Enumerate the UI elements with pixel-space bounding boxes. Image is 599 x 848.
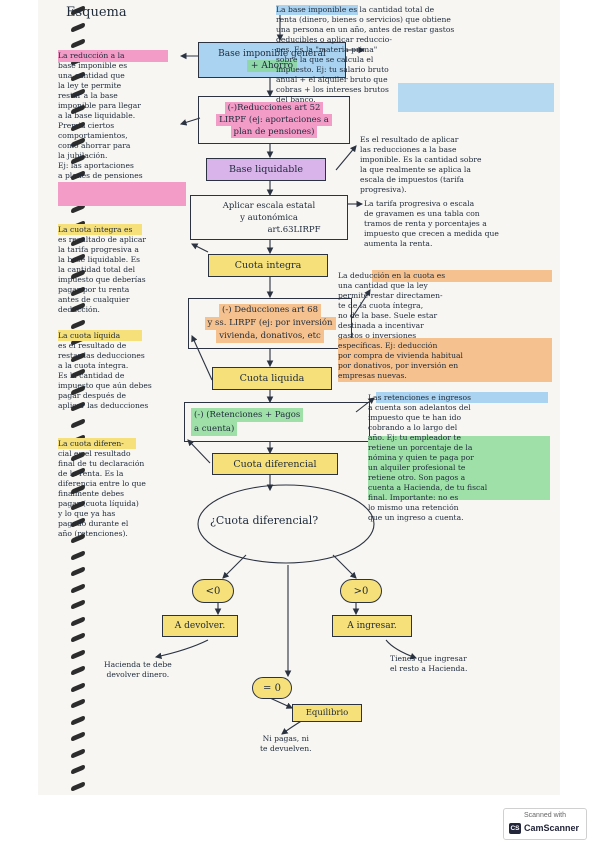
less-than-zero-label: <0: [205, 585, 221, 597]
cuota-integra-label: Cuota integra: [234, 260, 302, 271]
greater-than-zero-label: >0: [353, 585, 369, 597]
less-than-zero-badge: <0: [192, 579, 234, 603]
note-equilibrio: Ni pagas, ni te devuelven.: [260, 734, 312, 753]
a-ingresar-label: A ingresar.: [347, 621, 397, 631]
highlight-base-imponible: [276, 5, 358, 15]
deducciones-line-2: y ss. LIRPF (ej: por inversión: [204, 317, 336, 330]
deducciones-box: (-) Deducciones art 68 y ss. LIRPF (ej: …: [188, 298, 352, 349]
highlight-ej-deduccion: [338, 338, 552, 382]
question-label: ¿Cuota diferencial?: [210, 514, 319, 527]
note-retenciones: Las retenciones e ingresos a cuenta son …: [368, 393, 488, 522]
cuota-integra-box: Cuota integra: [208, 254, 328, 277]
note-cuota-liquida: La cuota líquida es el resultado de rest…: [58, 331, 152, 410]
note-ingresar: Tienes que ingresar el resto a Hacienda.: [390, 654, 468, 673]
retenciones-line-1: (-) (Retenciones + Pagos: [191, 408, 304, 422]
base-liquidable-label: Base liquidable: [229, 164, 303, 175]
reducciones-box: (-)Reducciones art 52 LIRPF (ej: aportac…: [198, 96, 350, 144]
highlight-cuota-liquida: [58, 330, 142, 341]
reducciones-line-2: LIRPF (ej: aportaciones a: [216, 114, 332, 126]
note-reduccion: La reducción a la base imponible es una …: [58, 51, 143, 180]
scanner-brand: CamScanner: [524, 823, 580, 833]
deducciones-line-3: vivienda, donativos, etc: [216, 330, 324, 343]
a-devolver-label: A devolver.: [174, 621, 226, 631]
highlight-reduccion: [58, 50, 168, 62]
scanner-caption: Scanned with: [523, 812, 567, 819]
highlight-ej-salario: [398, 83, 554, 112]
cuota-liquida-box: Cuota liquida: [212, 367, 332, 390]
greater-than-zero-badge: >0: [340, 579, 382, 603]
cuota-liquida-label: Cuota liquida: [239, 373, 305, 384]
base-imponible-line-1: Base imponible general: [218, 49, 326, 59]
note-cuota-integra: La cuota íntegra es es resultado de apli…: [58, 225, 146, 314]
note-devolver: Hacienda te debe devolver dinero.: [104, 660, 172, 679]
retenciones-line-2: a cuenta): [191, 422, 238, 436]
base-liquidable-box: Base liquidable: [206, 158, 326, 181]
a-devolver-box: A devolver.: [162, 615, 238, 637]
cuota-diferencial-label: Cuota diferencial: [233, 458, 317, 470]
reducciones-line-3: plan de pensiones): [230, 126, 318, 138]
reducciones-line-1: (-)Reducciones art 52: [224, 102, 324, 114]
flow-arrows: [154, 10, 418, 735]
notebook-page: Esquema Base imponible general + Ahorro …: [38, 0, 560, 795]
note-base-imponible: La base imponible es la cantidad total d…: [276, 5, 455, 104]
deducciones-line-1: (-) Deducciones art 68: [219, 304, 321, 317]
equilibrio-box: Equilibrio: [292, 704, 362, 722]
base-imponible-line-2: + Ahorro: [246, 60, 298, 72]
highlight-cuota-integra: [58, 224, 142, 235]
highlight-cuota-diferencial: [58, 438, 136, 449]
escala-line-1: Aplicar escala estatal: [222, 200, 316, 211]
retenciones-box: (-) (Retenciones + Pagos a cuenta): [184, 402, 370, 442]
equilibrio-label: Equilibrio: [305, 708, 349, 718]
escala-line-2: y autonómica: [240, 212, 298, 223]
escala-line-3: art.63LIRPF: [267, 224, 321, 235]
camscanner-watermark: Scanned with CS CamScanner: [503, 808, 587, 840]
cuota-diferencial-box: Cuota diferencial: [212, 453, 338, 475]
note-cuota-diferencial: La cuota diferen- cial es el resultado f…: [58, 439, 146, 538]
page-title: Esquema: [66, 5, 127, 20]
camscanner-logo-icon: CS: [509, 823, 521, 834]
note-deduccion: La deducción en la cuota es una cantidad…: [338, 271, 463, 380]
highlight-retenciones: [376, 392, 548, 403]
note-tarifa: La tarifa progresiva o escala de gravame…: [364, 199, 499, 248]
highlight-ej-retenciones: [368, 436, 550, 500]
equal-zero-label: = 0: [263, 682, 281, 694]
highlight-deduccion: [372, 270, 552, 282]
base-imponible-box: Base imponible general + Ahorro: [198, 42, 346, 78]
escala-box: Aplicar escala estatal y autonómica art.…: [190, 195, 348, 240]
note-base-liquidable: Es el resultado de aplicar las reduccion…: [360, 135, 482, 194]
a-ingresar-box: A ingresar.: [332, 615, 412, 637]
highlight-ej-aportaciones: [58, 182, 186, 206]
equal-zero-badge: = 0: [252, 677, 292, 699]
